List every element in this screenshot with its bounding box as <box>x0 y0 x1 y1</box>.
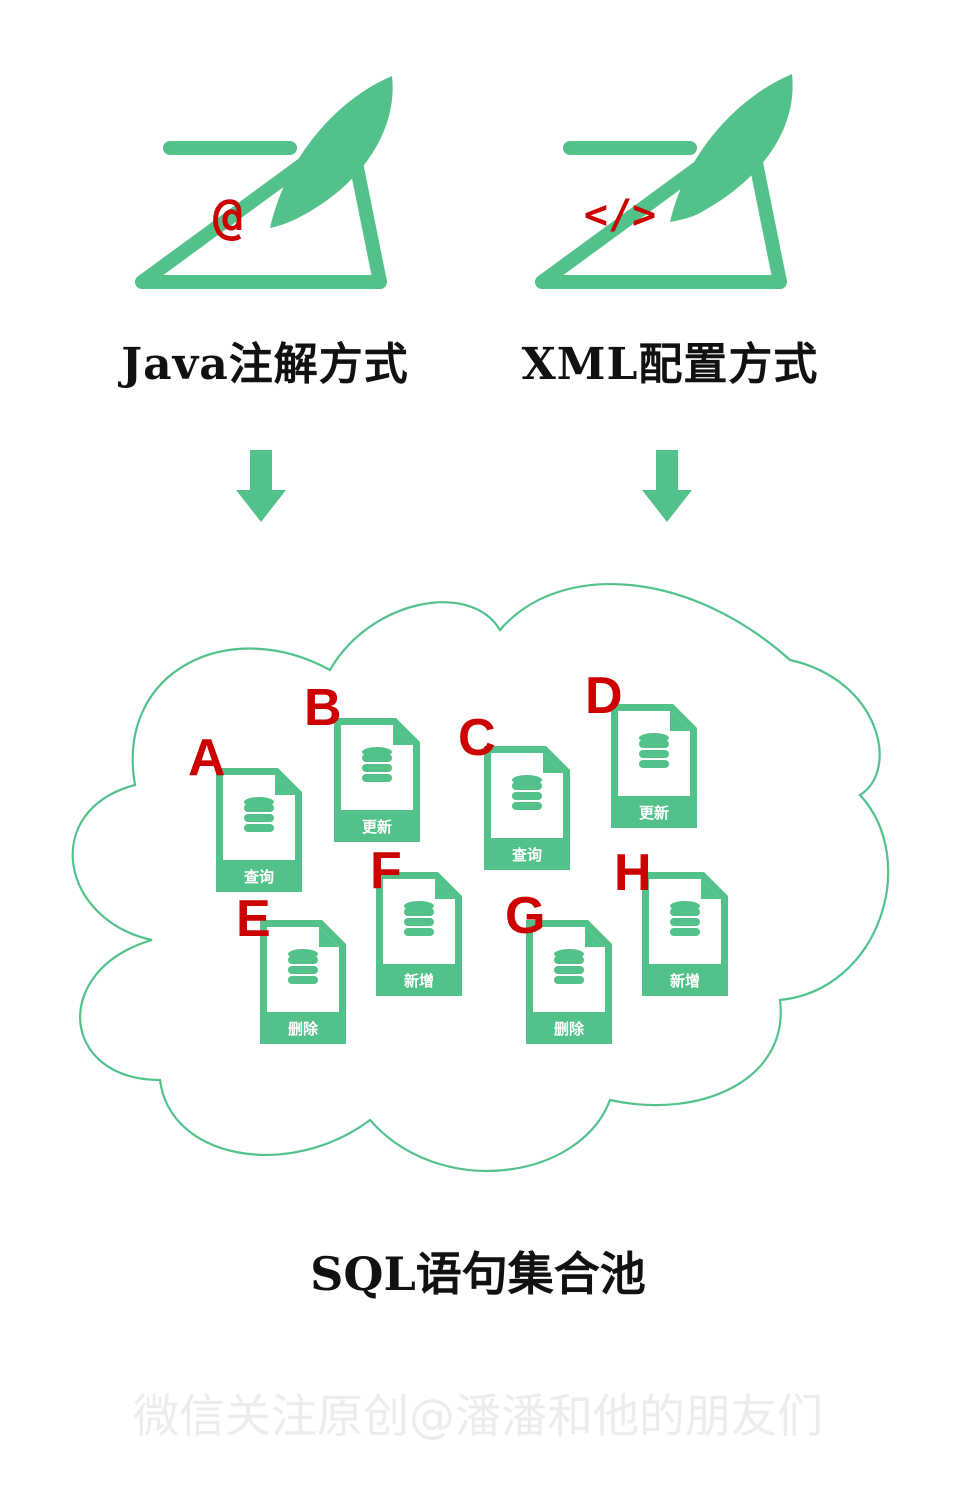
document-action-label: 删除 <box>288 1020 319 1038</box>
document-action-label: 删除 <box>554 1020 585 1038</box>
document-action-label: 更新 <box>639 804 669 822</box>
database-icon <box>554 949 584 984</box>
database-icon <box>404 901 434 936</box>
database-icon <box>362 747 392 782</box>
database-icon <box>288 949 318 984</box>
database-icon <box>512 775 542 810</box>
database-icon <box>244 797 274 832</box>
sql-document-card: 查询 <box>484 746 570 870</box>
quill-icon <box>270 76 393 228</box>
at-symbol: @ <box>213 187 243 245</box>
statement-letter-b: B <box>304 679 342 737</box>
xml-config-icon: </> <box>535 74 793 289</box>
statement-letter-h: H <box>614 844 652 902</box>
statement-letter-a: A <box>188 729 226 787</box>
arrow-down-icon <box>236 450 286 522</box>
database-icon <box>639 733 669 768</box>
statement-letter-d: D <box>585 667 623 725</box>
quill-icon <box>670 74 793 222</box>
code-symbol: </> <box>584 192 656 238</box>
sql-document-card: 更新 <box>611 704 697 828</box>
xml-config-label: XML配置方式 <box>521 339 819 390</box>
statement-letter-f: F <box>370 842 402 900</box>
java-annotation-icon: @ <box>135 76 393 289</box>
sql-document-card: 新增 <box>642 872 728 996</box>
statement-letter-g: G <box>505 887 546 945</box>
sql-document-card: 新增 <box>376 872 462 996</box>
sql-document-card: 删除 <box>260 920 346 1044</box>
document-action-label: 新增 <box>670 972 700 990</box>
statement-letter-c: C <box>458 709 496 767</box>
cloud-icon <box>71 583 890 1172</box>
document-action-label: 查询 <box>244 868 274 886</box>
document-action-label: 更新 <box>362 818 392 836</box>
arrow-down-icon <box>642 450 692 522</box>
document-action-label: 查询 <box>512 846 542 864</box>
statement-letter-e: E <box>236 890 271 948</box>
java-annotation-label: Java注解方式 <box>121 339 409 390</box>
database-icon <box>670 901 700 936</box>
sql-document-card: 更新 <box>334 718 420 842</box>
sql-document-card: 删除 <box>526 920 612 1044</box>
sql-pool-label: SQL语句集合池 <box>310 1247 646 1301</box>
document-action-label: 新增 <box>404 972 434 990</box>
sql-document-card: 查询 <box>216 768 302 892</box>
watermark: 微信关注原创@潘潘和他的朋友们 <box>133 1389 823 1443</box>
sources-diagram: @ </> <box>135 74 793 522</box>
